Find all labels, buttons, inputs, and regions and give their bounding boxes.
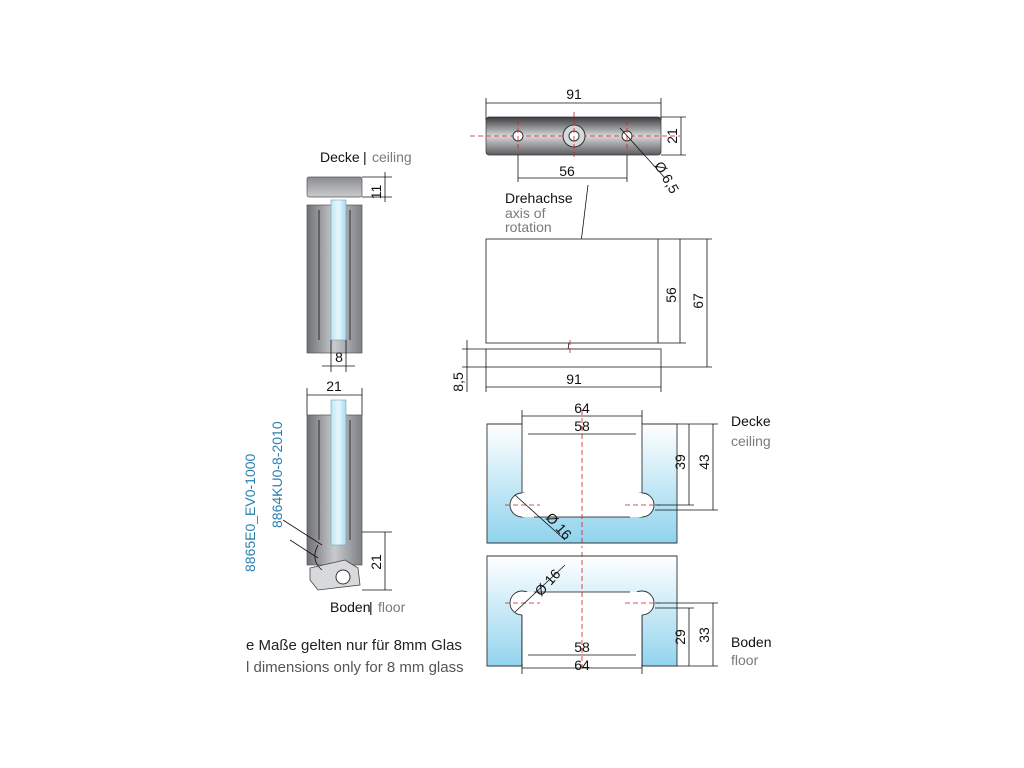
ceiling-plate-view: 64 58 39 43 Ø 16 Decke ceiling bbox=[486, 400, 771, 548]
floor-label-de: Boden bbox=[330, 599, 370, 615]
floor-dim-inner: 58 bbox=[574, 639, 590, 655]
dim-side-width: 21 bbox=[326, 378, 342, 394]
dim-hole-diameter: Ø 6,5 bbox=[651, 159, 682, 197]
front-base bbox=[485, 348, 662, 368]
ceiling-plate-label-en: ceiling bbox=[731, 433, 771, 449]
lower-glass-pane bbox=[330, 399, 347, 546]
part-number-1: 8864KU0-8-2010 bbox=[269, 421, 285, 528]
top-plan-view: 91 21 56 Ø 6,5 Drehachse axis of rotatio… bbox=[470, 86, 686, 351]
floor-dim-depth-2: 33 bbox=[696, 627, 712, 643]
upper-glass-pane bbox=[330, 199, 347, 341]
side-view: Decke | ceiling 11 8 21 21 bbox=[242, 149, 464, 676]
ceiling-cap bbox=[306, 176, 363, 198]
dim-cap-height: 11 bbox=[368, 185, 384, 200]
ceiling-dim-depth-2: 43 bbox=[696, 454, 712, 470]
floor-dim-outer: 64 bbox=[574, 657, 590, 673]
ceiling-label-en: ceiling bbox=[372, 149, 412, 165]
dim-bottom-height: 21 bbox=[368, 554, 384, 570]
axis-label-en-1: axis of bbox=[505, 205, 546, 221]
dim-hole-spacing: 56 bbox=[559, 163, 575, 179]
floor-label-separator: | bbox=[369, 599, 373, 615]
note-en: l dimensions only for 8 mm glass bbox=[246, 659, 464, 676]
ceiling-dim-depth-1: 39 bbox=[672, 454, 688, 470]
axis-label-de: Drehachse bbox=[505, 190, 573, 206]
dim-front-total-height: 67 bbox=[690, 293, 706, 309]
dim-glass-thickness: 8 bbox=[335, 349, 343, 365]
ceiling-plate-label-de: Decke bbox=[731, 413, 771, 429]
floor-dim-depth-1: 29 bbox=[672, 629, 688, 645]
dim-front-base: 8,5 bbox=[450, 372, 466, 392]
ceiling-label-separator: | bbox=[363, 149, 367, 165]
dim-plan-length: 91 bbox=[566, 86, 582, 102]
note-de: e Maße gelten nur für 8mm Glas bbox=[246, 637, 462, 654]
floor-plate-label-en: floor bbox=[731, 652, 759, 668]
front-body bbox=[485, 238, 659, 344]
floor-pivot-hole bbox=[335, 569, 351, 585]
part-number-2: 8865E0_EV0-1000 bbox=[242, 453, 258, 572]
ceiling-dim-inner: 58 bbox=[574, 418, 590, 434]
dim-front-width: 91 bbox=[566, 371, 582, 387]
floor-plate-label-de: Boden bbox=[731, 634, 771, 650]
front-view: 56 67 8,5 91 bbox=[450, 238, 712, 392]
floor-label-en: floor bbox=[378, 599, 406, 615]
axis-label-en-2: rotation bbox=[505, 219, 552, 235]
floor-plate-view: 58 64 29 33 Ø 16 Boden floor bbox=[486, 552, 771, 674]
ceiling-dim-outer: 64 bbox=[574, 400, 590, 416]
ceiling-label-de: Decke bbox=[320, 149, 360, 165]
dim-plan-depth: 21 bbox=[664, 128, 680, 144]
dim-front-body-height: 56 bbox=[663, 287, 679, 303]
